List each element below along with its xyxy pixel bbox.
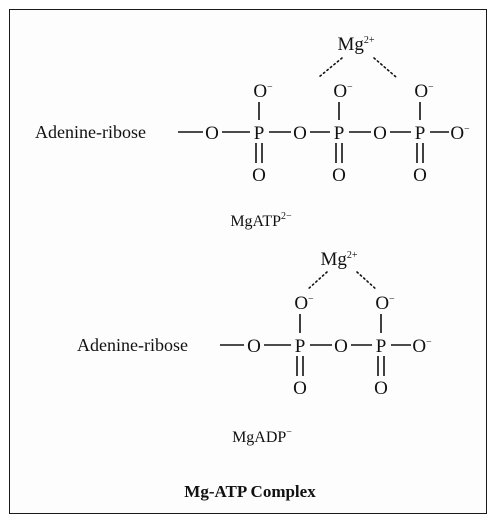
adp-mg-coordination-left [306,271,328,291]
adp-adenine-ribose: Adenine-ribose [77,335,188,355]
atp-o-minus-gamma: O− [414,81,434,102]
adp-o-minus-terminal: O− [412,336,432,357]
figure-frame [9,9,487,514]
atp-phosphorus-2: P [334,123,345,144]
adp-bridge-o-2: O [334,336,348,357]
atp-bridge-o-3: O [373,123,387,144]
adp-oxo-1: O [293,378,307,399]
adp-phosphorus-2: P [376,336,387,357]
adp-oxo-2: O [374,378,388,399]
atp-adenine-ribose: Adenine-ribose [35,122,146,142]
adp-mg-coordination-right [356,271,378,291]
atp-mg: Mg2+ [337,34,374,55]
adp-bridge-o-1: O [247,336,261,357]
atp-bridge-o-2: O [293,123,307,144]
adp-o-minus-beta: O− [375,293,395,314]
atp-oxo-1: O [252,165,266,186]
atp-oxo-3: O [413,165,427,186]
adp-o-minus-alpha: O− [294,293,314,314]
atp-o-minus-alpha: O− [253,81,273,102]
atp-bridge-o-1: O [205,123,219,144]
adp-phosphorus-1: P [295,336,306,357]
atp-o-minus-beta: O− [333,81,353,102]
atp-label: MgATP2− [230,211,292,230]
adp-label: MgADP− [232,427,292,446]
figure-caption: Mg-ATP Complex [184,482,316,501]
atp-mg-coordination-right [373,57,397,78]
atp-phosphorus-1: P [254,123,265,144]
atp-structure: Mg2+ O− O− O− Adenine-ribose O P O P O P… [35,34,470,186]
atp-mg-coordination-left [318,57,343,78]
atp-o-minus-terminal: O− [450,123,470,144]
atp-phosphorus-3: P [415,123,426,144]
atp-oxo-2: O [332,165,346,186]
adp-mg: Mg2+ [320,249,357,270]
adp-structure: Mg2+ O− O− Adenine-ribose O P O P O− O O [77,249,432,399]
